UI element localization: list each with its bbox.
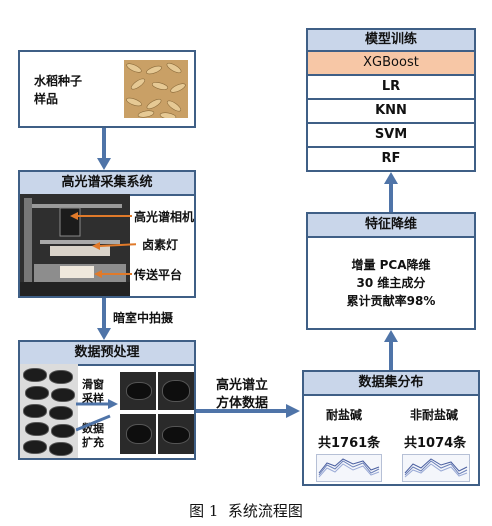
sliding-window-label-1: 滑窗	[82, 378, 104, 391]
model-lr: LR	[308, 76, 474, 100]
lamp-label: 卤素灯	[142, 238, 179, 252]
sliding-window-label-2: 采样	[82, 392, 104, 405]
acquisition-rig-graphic	[20, 194, 130, 296]
figure-caption: 图 1 系统流程图	[189, 502, 303, 520]
feature-box: 特征降维 增量 PCA降维 30 维主成分 累计贡献率98%	[306, 212, 476, 330]
dark-room-label: 暗室中拍摄	[113, 311, 174, 325]
acquisition-title: 高光谱采集系统	[20, 172, 194, 196]
tolerant-spectra-thumbnail	[316, 454, 382, 482]
camera-label: 高光谱相机	[134, 210, 195, 224]
feature-line-1: 增量 PCA降维	[351, 258, 431, 272]
model-rf: RF	[381, 151, 401, 166]
feature-line-2: 30 维主成分	[356, 276, 426, 290]
model-knn: KNN	[308, 100, 474, 124]
rice-grains-image	[124, 60, 188, 118]
distribution-title: 数据集分布	[304, 372, 478, 396]
nontolerant-count: 共1074条	[404, 436, 467, 451]
callout-arrows	[70, 212, 136, 278]
training-box: 模型训练 XGBoost LR KNN SVM RF	[306, 28, 476, 172]
preprocess-title: 数据预处理	[20, 342, 194, 366]
training-title: 模型训练	[308, 30, 474, 52]
platform-label: 传送平台	[134, 268, 183, 282]
patch-4	[158, 414, 194, 454]
rice-grains-graphic	[126, 62, 186, 118]
patch-1	[120, 372, 156, 410]
patch-3	[120, 414, 156, 454]
tolerant-label: 耐盐碱	[326, 408, 363, 422]
arrow-distribution-to-feature	[384, 330, 398, 370]
distribution-box: 数据集分布 耐盐碱 非耐盐碱 共1761条 共1074条	[302, 370, 480, 486]
augment-label-2: 扩充	[82, 436, 104, 449]
feature-title: 特征降维	[308, 214, 474, 238]
hypercube-label-1: 高光谱立	[216, 378, 269, 393]
model-xgboost: XGBoost	[308, 52, 474, 76]
rice-sample-label-2: 样品	[34, 92, 59, 106]
arrow-sample-to-acquisition	[97, 128, 111, 170]
acquisition-box: 高光谱采集系统 高光谱相机 卤素灯 传送平台	[18, 170, 196, 298]
rice-sample-box: 水稻种子 样品	[18, 50, 196, 128]
preprocess-box: 数据预处理 滑窗 采样 数据 扩充	[18, 340, 196, 460]
nontolerant-label: 非耐盐碱	[410, 408, 459, 422]
seed-image-large	[20, 364, 78, 458]
model-svm: SVM	[308, 124, 474, 148]
preprocess-arrows	[76, 399, 118, 432]
rice-sample-label-1: 水稻种子	[34, 74, 83, 88]
acquisition-photo	[20, 194, 130, 296]
nontolerant-spectra-graphic	[404, 458, 468, 478]
tolerant-count: 共1761条	[318, 436, 381, 451]
patch-2	[158, 372, 194, 410]
feature-line-3: 累计贡献率98%	[346, 294, 436, 308]
arrow-preprocess-to-distribution	[196, 404, 300, 418]
tolerant-spectra-graphic	[318, 458, 380, 478]
arrow-feature-to-training	[384, 172, 398, 212]
arrow-acquisition-to-preprocess	[97, 298, 111, 340]
nontolerant-spectra-thumbnail	[402, 454, 470, 482]
hypercube-label-2: 方体数据	[216, 396, 269, 411]
